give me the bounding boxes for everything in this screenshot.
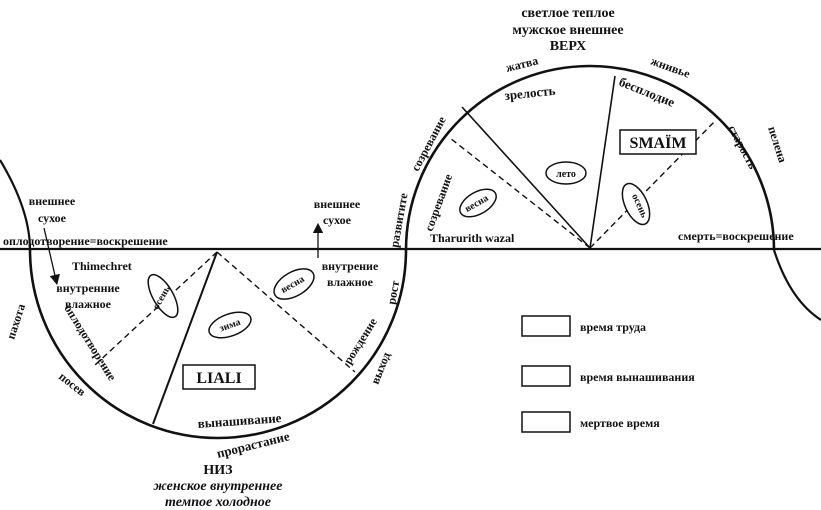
legend-label-gestation: время вынашивания: [580, 370, 695, 384]
liali-box: [182, 364, 256, 390]
arc-rost: рост: [384, 279, 402, 305]
arc-rozhdenie: рождение: [341, 315, 381, 367]
left-outer-top: внешнее: [29, 194, 76, 208]
middle-outer-top: внешнее: [314, 197, 361, 211]
legend-label-work: время труда: [580, 320, 646, 334]
legend-swatch-work: [521, 315, 571, 337]
season-osen-right-ellipse: [621, 182, 651, 226]
legend-swatch-gestation: [521, 365, 571, 387]
season-leto-ellipse: [545, 161, 587, 185]
thimechret-label: Thimechret: [72, 259, 132, 273]
right-edge-curve: [772, 249, 821, 321]
bottom-line-1: НИЗ: [203, 463, 232, 478]
middle-inner-bottom: влажное: [327, 275, 374, 289]
legend-label-dead: мертвое время: [580, 416, 660, 430]
lower-radius-dashed-left: [94, 251, 218, 366]
right-axis-label: смерть=воскрешение: [678, 229, 794, 243]
bottom-line-2: женское внутреннее: [154, 479, 283, 494]
arc-zhatva: жатва: [504, 53, 539, 75]
left-axis-label: оплодотворение=воскрешение: [3, 234, 168, 248]
season-osen-left-ellipse: [147, 273, 179, 319]
legend-swatch-dead: [521, 411, 571, 433]
top-line-2: мужское внешнее: [512, 23, 623, 38]
season-zima-ellipse: [208, 311, 252, 339]
upper-radius-solid-right: [589, 75, 616, 249]
middle-outer-bottom: сухое: [323, 213, 352, 227]
arc-pakhota: пахота: [4, 302, 29, 341]
legend: время труда время вынашивания мертвое вр…: [521, 315, 695, 433]
smaim-label: SMAÏM: [630, 134, 687, 152]
lower-radius-solid: [152, 251, 218, 425]
arc-oplodotvorenie: оплодотворение: [61, 302, 119, 383]
middle-inner-top: внутрение: [322, 259, 379, 273]
arc-pelena: пелена: [765, 125, 790, 165]
arc-prorastanie: прорастание: [215, 428, 291, 461]
upper-semicircle: [404, 64, 776, 251]
arc-vynashivanie: вынашивание: [197, 410, 282, 431]
arc-zrelost: зрелость: [504, 83, 556, 103]
arc-sozrevanie-inner: созревание: [422, 171, 456, 233]
arc-starost: старость: [725, 123, 760, 172]
season-leto: лето: [556, 169, 576, 180]
left-inner-top: внутренние: [56, 281, 120, 295]
season-vesna-right-ellipse: [459, 188, 497, 218]
arc-vykhod: выход: [368, 350, 393, 386]
smaim-box: [619, 129, 697, 155]
left-outer-bottom: сухое: [38, 211, 67, 225]
arc-sozrevanie-outer: созревание: [408, 113, 449, 173]
lower-semicircle: [28, 249, 408, 440]
tharurith-label: Tharurith wazal: [430, 231, 515, 245]
upper-radius-solid-left: [461, 106, 591, 249]
left-inner-bottom: влажное: [65, 297, 112, 311]
lower-radius-dashed-right: [216, 251, 356, 373]
left-edge-curve: [0, 159, 32, 251]
arc-posev: посев: [56, 369, 89, 399]
top-line-3: ВЕРХ: [550, 39, 587, 54]
bottom-line-3: темпое холодное: [165, 495, 271, 510]
arc-besplodie: бесплодие: [617, 74, 677, 110]
left-arrow: [43, 227, 60, 286]
season-vesna-left-ellipse: [273, 268, 315, 300]
top-line-1: светлое теплое: [521, 6, 614, 21]
liali-label: LIALI: [196, 370, 241, 387]
